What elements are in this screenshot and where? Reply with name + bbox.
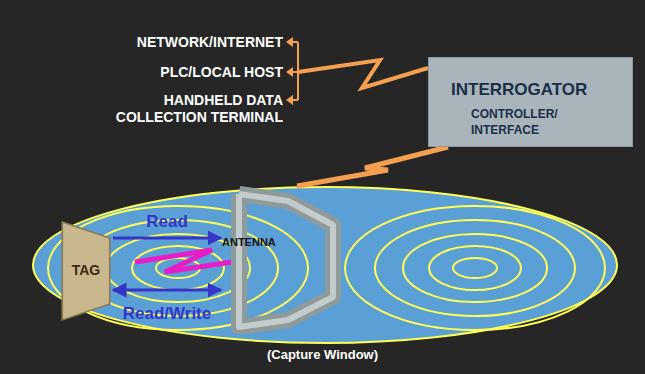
arrow-head bbox=[286, 95, 293, 105]
field-ring bbox=[429, 246, 521, 290]
output-label: PLC/LOCAL HOST bbox=[80, 64, 283, 81]
signal-arrow bbox=[113, 237, 221, 240]
arrow-label: Read bbox=[87, 212, 247, 232]
interrogator-box: INTERROGATOR CONTROLLER/ INTERFACE bbox=[428, 57, 633, 147]
antenna-highlight bbox=[239, 194, 333, 327]
output-label: NETWORK/INTERNET bbox=[80, 34, 283, 51]
field-ring bbox=[375, 220, 575, 316]
field-ring bbox=[345, 206, 605, 330]
tag-label: TAG bbox=[60, 220, 112, 279]
signal-bolt bbox=[135, 250, 232, 272]
caption-label: (Capture Window) bbox=[0, 346, 645, 363]
tag-shape: TAG bbox=[60, 220, 112, 322]
output-label: HANDHELD DATA COLLECTION TERMINAL bbox=[98, 92, 283, 126]
arrow-head bbox=[286, 67, 293, 77]
box-title: INTERROGATOR bbox=[451, 80, 632, 100]
label-text: PLC/LOCAL HOST bbox=[160, 64, 283, 80]
antenna-label: ANTENNA bbox=[222, 236, 276, 249]
antenna-outline bbox=[222, 186, 350, 334]
field-ring bbox=[453, 258, 497, 278]
field-ring bbox=[48, 206, 308, 330]
arrow-label: Read/Write bbox=[87, 304, 247, 324]
box-subtitle: CONTROLLER/ INTERFACE bbox=[471, 106, 571, 138]
field-ring bbox=[403, 234, 547, 302]
antenna-loop: ANTENNA bbox=[222, 186, 350, 334]
antenna-band bbox=[239, 194, 333, 327]
label-text: (Capture Window) bbox=[267, 347, 378, 362]
signal-arrow bbox=[113, 289, 221, 292]
arrow-label-text: Read/Write bbox=[123, 304, 212, 323]
label-text: HANDHELD DATA COLLECTION TERMINAL bbox=[116, 92, 283, 125]
capture-field bbox=[33, 187, 617, 343]
wireless-link bbox=[297, 147, 448, 186]
output-bracket bbox=[286, 37, 298, 105]
arrow-head bbox=[286, 37, 293, 47]
label-text: NETWORK/INTERNET bbox=[137, 34, 283, 50]
arrow-label-text: Read bbox=[146, 212, 188, 231]
wireless-bolt bbox=[298, 60, 428, 88]
